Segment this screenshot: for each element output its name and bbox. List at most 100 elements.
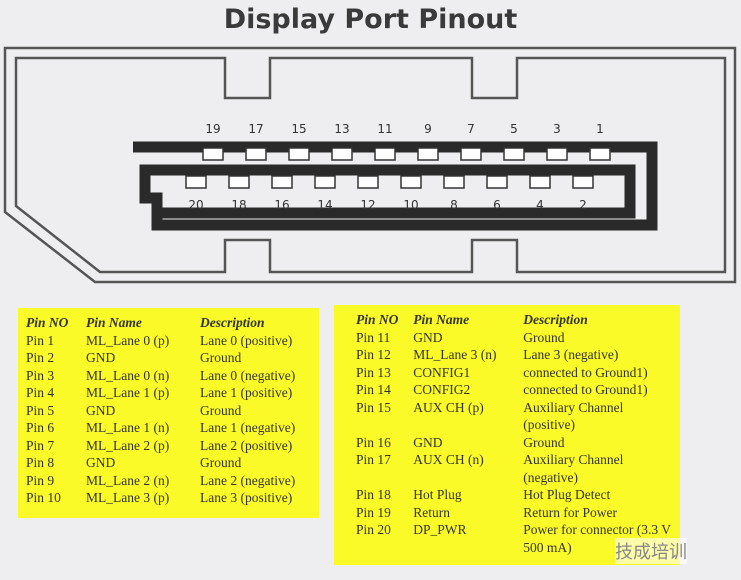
- pin-contact: [572, 175, 594, 189]
- pin-description: Ground: [200, 455, 242, 470]
- pin-name: ML_Lane 2 (p): [86, 437, 170, 453]
- pin-no: Pin 20: [356, 522, 391, 537]
- pin-number-label: 1: [596, 122, 604, 136]
- pin-description: Lane 3 (positive): [200, 490, 293, 505]
- pin-contact: [374, 147, 396, 161]
- pin-description: Lane 3 (negative): [523, 347, 619, 362]
- pin-no: Pin 6: [26, 420, 55, 435]
- pin-contact: [546, 147, 568, 161]
- pin-no: Pin 4: [26, 385, 55, 400]
- pin-number-label: 13: [334, 122, 349, 136]
- pin-number-label: 7: [467, 122, 475, 136]
- pin-number-label: 16: [274, 198, 289, 212]
- pin-description: Lane 1 (positive): [200, 385, 293, 400]
- watermark: 技成培训: [615, 538, 687, 564]
- pin-name: CONFIG1: [413, 364, 471, 380]
- pin-contact: [357, 175, 379, 189]
- pin-description: Ground: [523, 434, 565, 450]
- pin-number-label: 20: [188, 198, 203, 212]
- pin-no: Pin 18: [356, 487, 391, 502]
- pin-name: AUX CH (p): [413, 399, 484, 415]
- table-row: Pin 15 AUX CH (p) Auxiliary Channel (posit…: [356, 399, 680, 434]
- pin-description: Power for connector (3.3 V 500 mA): [523, 522, 671, 555]
- pin-no: Pin 17: [356, 452, 391, 467]
- pin-number-label: 17: [248, 122, 263, 136]
- table-row: Pin 2 GND Ground: [26, 349, 299, 367]
- header-pin-name: Pin Name: [413, 312, 470, 327]
- pin-name: DP_PWR: [413, 522, 467, 537]
- pin-contact: [589, 147, 611, 161]
- pin-number-label: 15: [291, 122, 306, 136]
- pin-number-label: 18: [231, 198, 246, 212]
- pin-no: Pin 19: [356, 504, 391, 520]
- header-description: Description: [523, 312, 588, 327]
- pin-contact: [460, 147, 482, 161]
- pin-no: Pin 11: [356, 329, 391, 345]
- pin-no: Pin 16: [356, 434, 391, 450]
- pin-description: Ground: [200, 402, 242, 418]
- pin-contact: [228, 175, 250, 189]
- pin-name: Return: [413, 504, 450, 520]
- header-pin-no: Pin NO: [356, 312, 399, 327]
- pin-description: Return for Power: [523, 504, 617, 520]
- connector-outline: [3, 46, 737, 284]
- pin-number-label: 11: [377, 122, 392, 136]
- pin-contact: [271, 175, 293, 189]
- pin-contact: [314, 175, 336, 189]
- pin-no: Pin 15: [356, 399, 391, 415]
- pin-contact: [245, 147, 267, 161]
- pin-name: ML_Lane 1 (n): [86, 420, 170, 435]
- pin-name: GND: [86, 402, 116, 418]
- pin-contact: [185, 175, 207, 189]
- table-row: Pin 3 ML_Lane 0 (n) Lane 0 (negative): [26, 367, 299, 385]
- pin-name: AUX CH (n): [413, 452, 484, 467]
- pin-contact: [400, 175, 422, 189]
- pin-description: Ground: [200, 350, 242, 365]
- pin-number-label: 9: [424, 122, 432, 136]
- pin-name: GND: [86, 350, 116, 365]
- pin-description: Auxiliary Channel (positive): [523, 399, 624, 433]
- pin-contact: [202, 147, 224, 161]
- pin-no: Pin 7: [26, 437, 55, 453]
- header-pin-name: Pin Name: [86, 315, 142, 330]
- table-row: Pin 20 DP_PWR Power for connector (3.3 V 5…: [356, 521, 680, 556]
- pin-description: Lane 1 (negative): [200, 420, 296, 435]
- header-pin-no: Pin NO: [26, 315, 69, 330]
- pin-number-label: 14: [317, 198, 332, 212]
- pin-number-label: 19: [205, 122, 220, 136]
- pin-contact: [417, 147, 439, 161]
- pin-description: Lane 0 (negative): [200, 367, 296, 383]
- pin-no: Pin 9: [26, 472, 55, 488]
- pin-name: ML_Lane 3 (p): [86, 490, 170, 505]
- pin-name: ML_Lane 0 (n): [86, 367, 170, 383]
- pin-description: connected to Ground1): [523, 382, 648, 397]
- pin-number-label: 12: [360, 198, 375, 212]
- pin-contact: [503, 147, 525, 161]
- pin-name: ML_Lane 0 (p): [86, 332, 170, 348]
- pin-no: Pin 10: [26, 490, 61, 505]
- pin-name: ML_Lane 3 (n): [413, 347, 497, 362]
- pin-number-label: 5: [510, 122, 518, 136]
- pin-contact: [529, 175, 551, 189]
- pin-no: Pin 1: [26, 332, 55, 348]
- pin-name: ML_Lane 2 (n): [86, 472, 170, 488]
- table-row: Pin 19 Return Return for Power: [356, 504, 680, 522]
- pin-no: Pin 3: [26, 367, 55, 383]
- pin-contact: [288, 147, 310, 161]
- pin-name: Hot Plug: [413, 487, 462, 502]
- table-row: Pin 10 ML_Lane 3 (p) Lane 3 (positive): [26, 489, 299, 507]
- pin-number-label: 10: [403, 198, 418, 212]
- pin-no: Pin 2: [26, 350, 55, 365]
- pin-description: Ground: [523, 329, 565, 345]
